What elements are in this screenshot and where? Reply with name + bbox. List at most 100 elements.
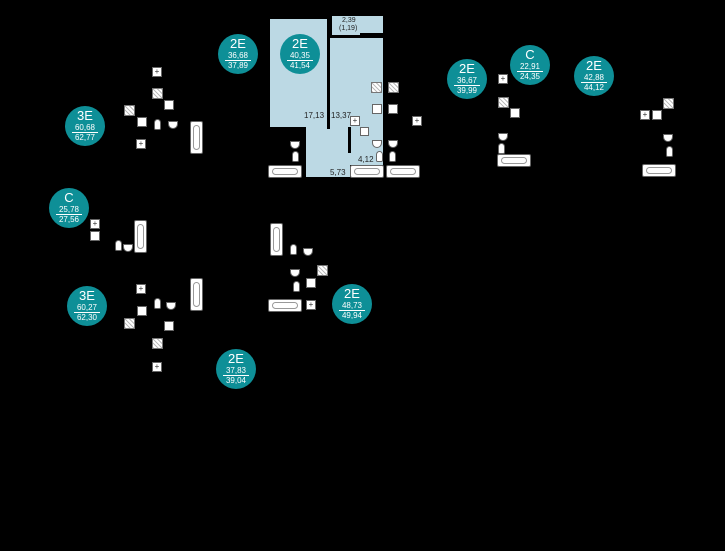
- bathtub-icon: [190, 278, 203, 311]
- bathtub-icon: [386, 165, 420, 178]
- toilet-icon: [290, 244, 297, 255]
- unit-badge[interactable]: 3E 60,27 62,30: [67, 286, 107, 326]
- sink-icon: [164, 100, 174, 110]
- bathtub-icon: [350, 165, 384, 178]
- unit-area-living: 22,91: [517, 62, 543, 72]
- sink-icon: [164, 321, 174, 331]
- stove-icon: [388, 82, 399, 93]
- unit-area-total: 62,30: [76, 313, 98, 322]
- sink-icon: [510, 108, 520, 118]
- room-balcony: [332, 16, 383, 35]
- unit-badge[interactable]: C 22,91 24,35: [510, 45, 550, 85]
- sink-icon: [652, 110, 662, 120]
- unit-area-living: 37,83: [223, 366, 249, 376]
- stove-icon: [152, 338, 163, 349]
- unit-area-total: 62,77: [74, 133, 96, 142]
- sink-icon: [290, 269, 300, 277]
- unit-area-living: 40,35: [287, 51, 313, 61]
- unit-code: 3E: [77, 108, 93, 123]
- bathtub-icon: [497, 154, 531, 167]
- unit-code: C: [64, 190, 74, 205]
- sink-icon: [498, 133, 508, 141]
- stove-icon: [317, 265, 328, 276]
- riser-icon: +: [498, 74, 508, 84]
- riser-icon: +: [152, 67, 162, 77]
- riser-icon: +: [136, 139, 146, 149]
- bath-area-label: 4,12: [358, 155, 374, 164]
- wall-bath: [348, 127, 351, 153]
- bathtub-icon: [642, 164, 676, 177]
- bathtub-icon: [190, 121, 203, 154]
- sink-icon: [290, 141, 300, 149]
- stove-icon: [124, 105, 135, 116]
- stove-icon: [498, 97, 509, 108]
- unit-badge[interactable]: 2E 42,88 44,12: [574, 56, 614, 96]
- sink-icon: [137, 117, 147, 127]
- sink-icon: [168, 121, 178, 129]
- sink-icon: [137, 306, 147, 316]
- stove-icon: [371, 82, 382, 93]
- wall-divider: [327, 19, 330, 129]
- unit-area-living: 36,68: [225, 51, 251, 61]
- sink-icon: [90, 231, 100, 241]
- toilet-icon: [666, 146, 673, 157]
- unit-area-living: 60,68: [72, 123, 98, 133]
- bathtub-icon: [268, 165, 302, 178]
- stove-icon: [152, 88, 163, 99]
- room2-area-label: 13,37: [331, 111, 352, 120]
- unit-code: C: [525, 47, 535, 62]
- sink-icon: [372, 140, 382, 148]
- unit-area-total: 27,56: [58, 215, 80, 224]
- room-hall: [306, 127, 350, 177]
- riser-icon: +: [136, 284, 146, 294]
- sink-icon: [166, 302, 176, 310]
- unit-code: 2E: [586, 58, 602, 73]
- unit-code: 3E: [79, 288, 95, 303]
- sink-icon: [306, 278, 316, 288]
- wall-balcony: [360, 33, 383, 37]
- toilet-icon: [376, 151, 383, 162]
- riser-icon: +: [412, 116, 422, 126]
- unit-badge[interactable]: 3E 60,68 62,77: [65, 106, 105, 146]
- sink-icon: [372, 104, 382, 114]
- unit-area-total: 39,99: [456, 86, 478, 95]
- unit-area-living: 36,67: [454, 76, 480, 86]
- room1-area-label: 17,13: [304, 111, 325, 120]
- balcony-area-reduced-label: (1,19): [339, 25, 358, 32]
- riser-icon: +: [350, 116, 360, 126]
- toilet-icon: [498, 143, 505, 154]
- toilet-icon: [292, 151, 299, 162]
- unit-code: 2E: [230, 36, 246, 51]
- balcony-area-label: 2,39: [342, 17, 356, 24]
- fridge-icon: [360, 127, 369, 136]
- toilet-icon: [293, 281, 300, 292]
- unit-badge[interactable]: 2E 37,83 39,04: [216, 349, 256, 389]
- unit-area-total: 49,94: [341, 311, 363, 320]
- unit-area-living: 25,78: [56, 205, 82, 215]
- unit-area-living: 48,73: [339, 301, 365, 311]
- riser-icon: +: [90, 219, 100, 229]
- bathtub-icon: [270, 223, 283, 256]
- unit-area-total: 44,12: [583, 83, 605, 92]
- toilet-icon: [154, 119, 161, 130]
- bathtub-icon: [268, 299, 302, 312]
- unit-badge[interactable]: 2E 40,35 41,54: [280, 34, 320, 74]
- sink-icon: [303, 248, 313, 256]
- riser-icon: +: [152, 362, 162, 372]
- unit-badge[interactable]: 2E 36,67 39,99: [447, 59, 487, 99]
- unit-code: 2E: [228, 351, 244, 366]
- unit-badge[interactable]: 2E 48,73 49,94: [332, 284, 372, 324]
- unit-badge[interactable]: C 25,78 27,56: [49, 188, 89, 228]
- unit-area-total: 37,89: [227, 61, 249, 70]
- unit-area-living: 42,88: [581, 73, 607, 83]
- unit-code: 2E: [459, 61, 475, 76]
- unit-code: 2E: [292, 36, 308, 51]
- unit-badge[interactable]: 2E 36,68 37,89: [218, 34, 258, 74]
- bathtub-icon: [134, 220, 147, 253]
- sink-icon: [663, 134, 673, 142]
- stove-icon: [124, 318, 135, 329]
- unit-area-total: 24,35: [519, 72, 541, 81]
- hall-area-label: 5,73: [330, 168, 346, 177]
- toilet-icon: [115, 240, 122, 251]
